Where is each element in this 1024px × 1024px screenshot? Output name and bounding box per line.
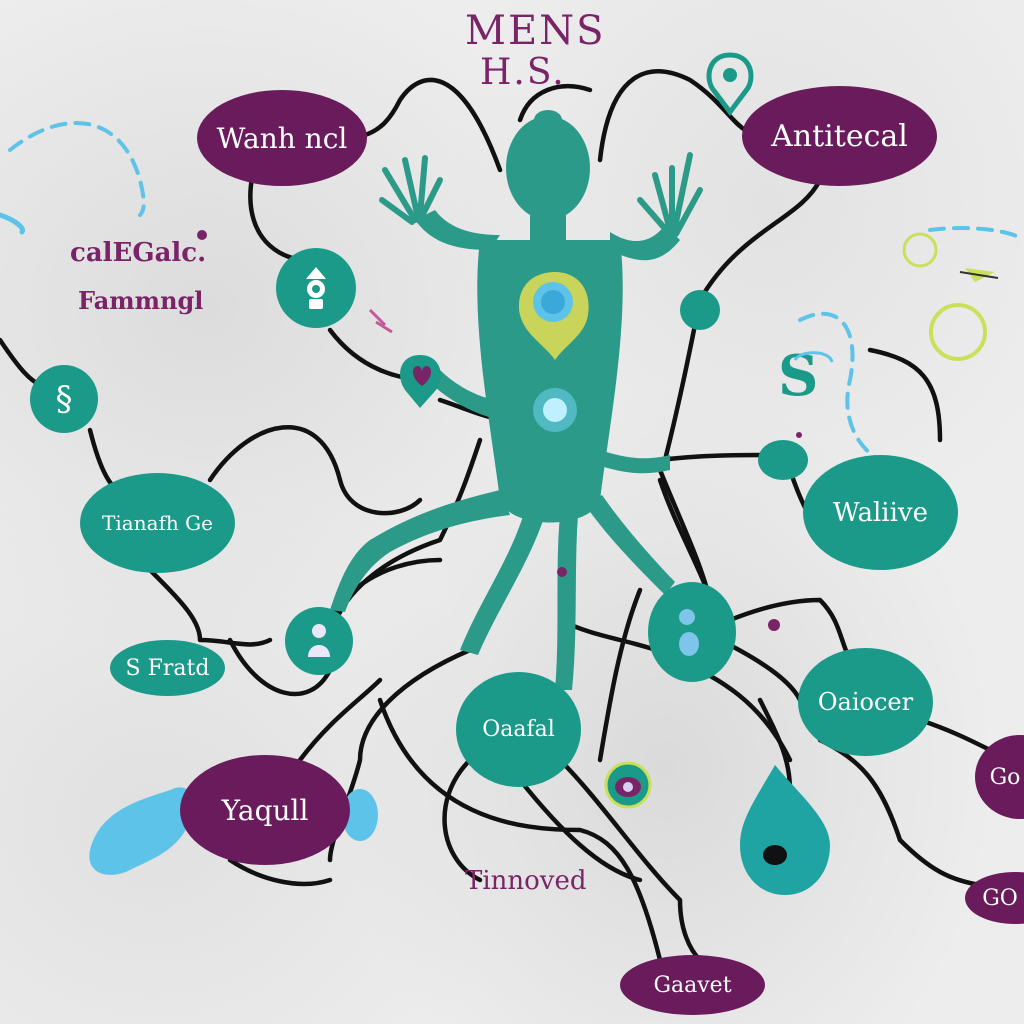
node-bottom-left-label: Yaqull [221, 793, 309, 827]
eye-icon [604, 761, 652, 809]
node-right-low-label: Oaiocer [817, 688, 914, 716]
line-center-mid [597, 587, 643, 763]
line-right-s [867, 347, 943, 443]
line-top-left [362, 77, 503, 173]
letter-s-icon: S [778, 343, 834, 409]
line-right-bottom [817, 737, 983, 888]
person-head-icon-glyph [306, 267, 326, 309]
node-top-right-label: Antitecal [771, 118, 908, 154]
person-head-icon[interactable] [276, 248, 356, 328]
line-center-bottom-3 [517, 777, 643, 883]
figure-icon-small-glyph [308, 624, 330, 657]
small-target-icon [902, 232, 938, 268]
center-right-icon-glyph [679, 609, 699, 656]
node-top-left[interactable]: Wanh ncl [197, 90, 367, 186]
heart-pin-icon [400, 355, 441, 408]
center-right-icon[interactable] [648, 582, 736, 682]
dashed-arc-mid-right [798, 311, 882, 462]
line-left-mid-loop [207, 425, 423, 516]
line-left-low [147, 567, 273, 647]
cyan-drop-small [342, 789, 378, 841]
node-edge-right-2-label: GO [982, 885, 1018, 911]
line-top-right [597, 69, 748, 163]
dashed-arc-right [928, 226, 1024, 242]
line-right-low [727, 597, 853, 663]
line-left-big-loop [327, 437, 483, 653]
line-center-bottom-1 [442, 757, 483, 883]
upper-right-bubble[interactable] [680, 290, 720, 330]
left-label-top: calEGalc. [70, 238, 207, 268]
node-top-right[interactable]: Antitecal [742, 86, 937, 186]
dashed-arc-left [8, 121, 146, 217]
target-circle-icon [929, 303, 987, 361]
node-left-low-label: S Fratd [125, 655, 210, 681]
node-top-left-label: Wanh ncl [216, 121, 348, 155]
line-center-bottom-2 [557, 757, 703, 963]
node-center-bottom[interactable]: Oaafal [456, 672, 581, 787]
left-label-bottom: Fammngl [78, 286, 204, 315]
node-right-mid-label: Waliive [833, 497, 928, 528]
header-title-line1: MENS [465, 8, 606, 54]
node-edge-right-1-label: Go [989, 764, 1021, 790]
line-bottom-sweep [377, 697, 663, 963]
letter-s-glyph-left: § [55, 379, 73, 419]
node-left-mid[interactable]: Tianafh Ge [80, 473, 235, 573]
line-right-edge [917, 717, 993, 753]
node-bottom[interactable]: Gaavet [620, 955, 765, 1015]
letter-s-icon-left[interactable]: § [30, 365, 98, 433]
water-drop-icon [740, 765, 830, 895]
figure-icon-small[interactable] [285, 607, 353, 675]
node-bottom-left[interactable]: Yaqull [180, 755, 350, 865]
node-bottom-label: Gaavet [653, 972, 732, 998]
line-header [517, 84, 593, 123]
cyan-blob [89, 787, 194, 875]
node-left-mid-label: Tianafh Ge [102, 511, 213, 535]
chest-pin-icon [519, 272, 589, 360]
bottom-center-label: Tinnoved [465, 866, 587, 896]
line-right-arm [697, 177, 823, 303]
line-bottom-left-2 [227, 857, 333, 887]
glow-core-inner [543, 398, 567, 422]
node-center-bottom-label: Oaafal [482, 717, 555, 742]
line-left-loop-2 [227, 637, 333, 697]
location-pin-icon [706, 52, 754, 117]
node-left-low[interactable]: S Fratd [110, 640, 225, 696]
header-title-line2: H.S. [480, 52, 566, 93]
node-right-low[interactable]: Oaiocer [798, 648, 933, 756]
line-bottom-left-loop [297, 677, 383, 763]
right-arm-bubble[interactable] [758, 440, 808, 480]
node-right-mid[interactable]: Waliive [803, 455, 958, 570]
cyan-mark-left [0, 212, 25, 235]
